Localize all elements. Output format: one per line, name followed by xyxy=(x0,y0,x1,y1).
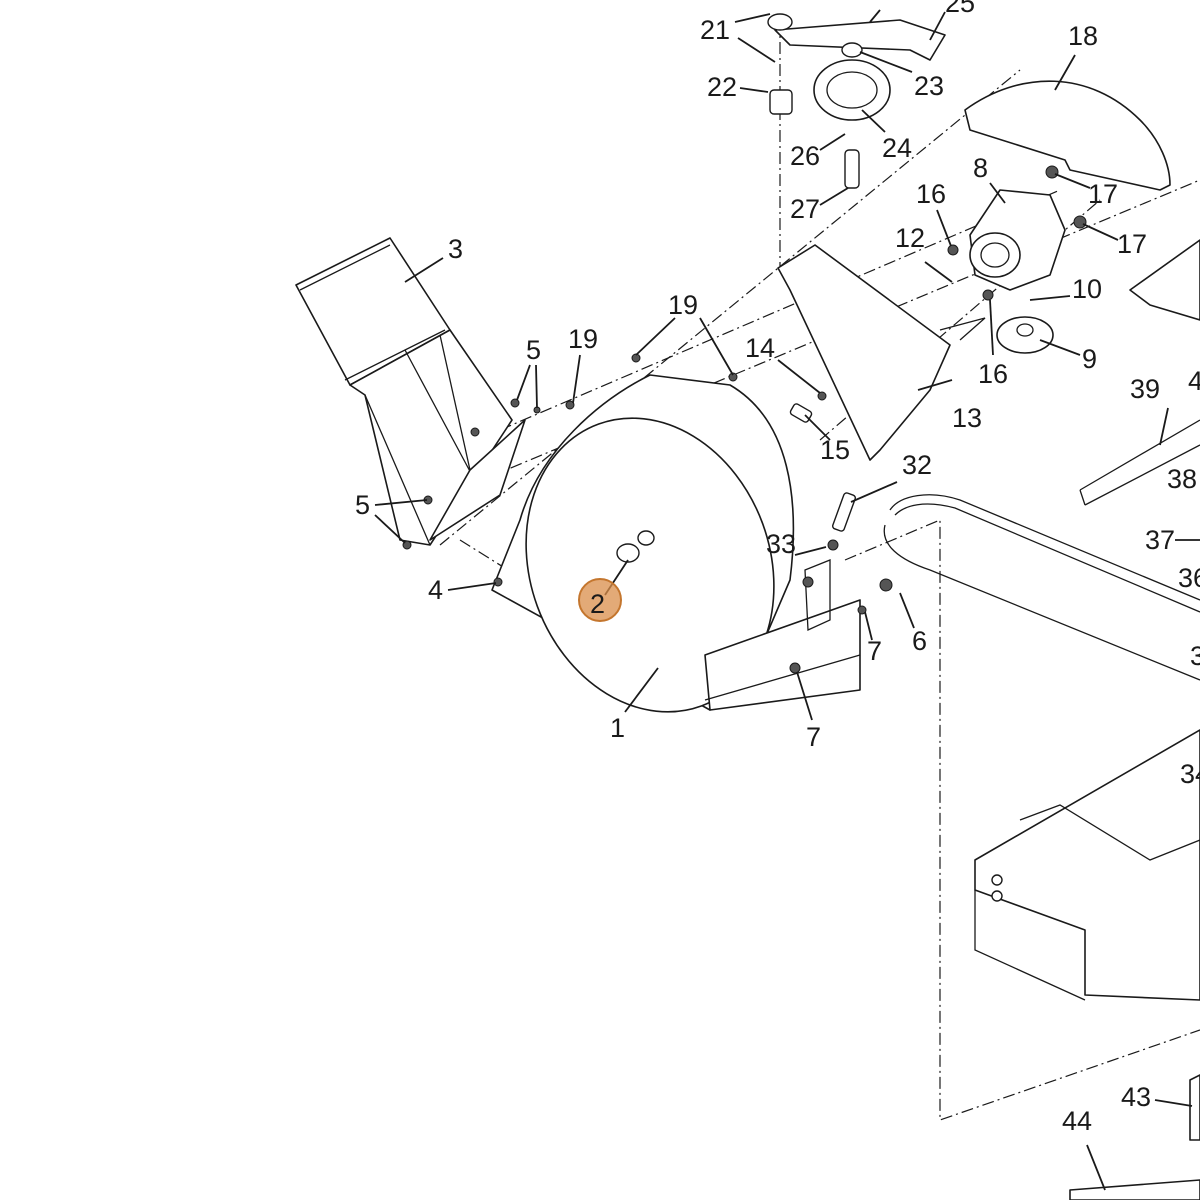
callout-label: 25 xyxy=(945,0,975,18)
callout-label: 37 xyxy=(1145,525,1175,555)
callout-label: 6 xyxy=(912,626,927,656)
v-belts xyxy=(883,239,1200,681)
callout-label: 3 xyxy=(1190,641,1200,671)
callout-label: 26 xyxy=(790,141,820,171)
callout-label: 36 xyxy=(1178,563,1200,593)
callout-label: 7 xyxy=(806,722,821,752)
callout-label: 5 xyxy=(355,490,370,520)
gearbox xyxy=(969,189,1066,291)
blower-housing xyxy=(491,374,861,713)
callout-label: 9 xyxy=(1082,344,1097,374)
callout-label: 14 xyxy=(745,333,775,363)
callout-label: 22 xyxy=(707,72,737,102)
callout-label: 38 xyxy=(1167,464,1197,494)
callout-label: 12 xyxy=(895,223,925,253)
callout-label-highlighted: 2 xyxy=(590,589,605,619)
belt-guard xyxy=(964,80,1171,191)
highlight-marker[interactable] xyxy=(578,578,622,622)
callout-label: 34 xyxy=(1180,759,1200,789)
idler-pulley xyxy=(996,316,1054,354)
callout-label: 17 xyxy=(1088,179,1118,209)
callout-label: 27 xyxy=(790,194,820,224)
frame-deck xyxy=(974,729,1200,1200)
callout-label: 19 xyxy=(668,290,698,320)
callout-label: 10 xyxy=(1072,274,1102,304)
callout-label: 3 xyxy=(448,234,463,264)
callout-label: 18 xyxy=(1068,21,1098,51)
callout-label: 15 xyxy=(820,435,850,465)
callout-label: 16 xyxy=(916,179,946,209)
callout-label: 19 xyxy=(568,324,598,354)
callout-label: 17 xyxy=(1117,229,1147,259)
callout-label: 33 xyxy=(766,529,796,559)
guard-plate xyxy=(777,244,986,461)
callout-label: 4 xyxy=(1188,366,1200,396)
discharge-chute xyxy=(295,237,526,546)
callout-label: 13 xyxy=(952,403,982,433)
callout-label: 43 xyxy=(1121,1082,1151,1112)
callout-label: 44 xyxy=(1062,1106,1092,1136)
callout-label: 4 xyxy=(428,575,443,605)
callout-label: 16 xyxy=(978,359,1008,389)
pulley-assembly xyxy=(767,13,946,189)
callout-label: 24 xyxy=(882,133,912,163)
housing-hole-icon xyxy=(616,543,640,563)
leader-lines xyxy=(374,9,1200,1191)
callout-label: 1 xyxy=(610,713,625,743)
callout-label: 21 xyxy=(700,15,730,45)
callout-label: 23 xyxy=(914,71,944,101)
callout-label: 39 xyxy=(1130,374,1160,404)
callout-label: 8 xyxy=(973,153,988,183)
callout-label: 5 xyxy=(526,335,541,365)
callout-labels: 1 2 3 4 5 5 6 7 7 8 9 10 12 13 14 15 16 … xyxy=(355,0,1200,1136)
callout-label: 7 xyxy=(867,636,882,666)
callout-label: 32 xyxy=(902,450,932,480)
